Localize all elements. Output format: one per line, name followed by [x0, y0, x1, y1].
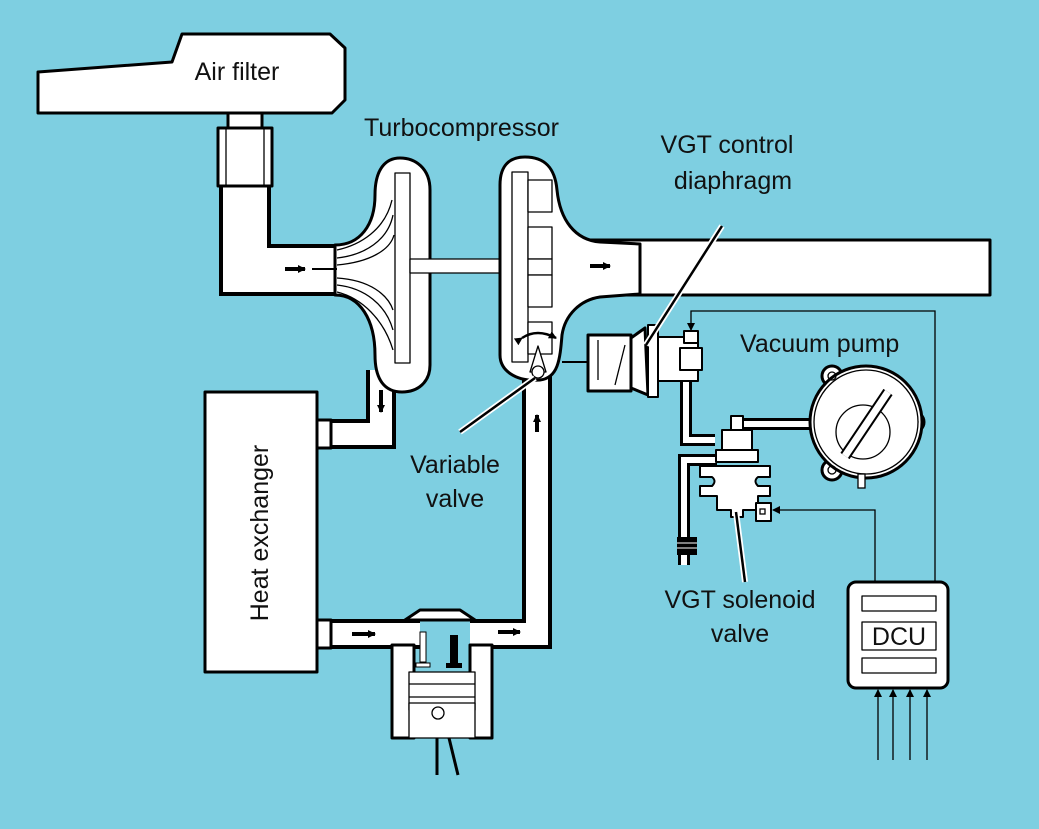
engine-cylinder — [390, 608, 494, 776]
valve-swing-arrow-icon — [513, 331, 557, 346]
signal-lines — [687, 310, 936, 760]
dcu-unit: DCU — [846, 580, 950, 690]
turbocompressor-label: Turbocompressor — [364, 114, 559, 142]
vacuum-hoses — [678, 360, 815, 565]
vgt-solenoid-label-line2: valve — [711, 620, 769, 648]
turbo-shaft — [409, 258, 511, 274]
variable-valve-label-line2: valve — [426, 485, 484, 513]
dcu-label: DCU — [872, 623, 926, 651]
vgt-solenoid-valve — [677, 415, 772, 555]
exhaust-pipe — [470, 360, 552, 649]
vgt-control-label-line2: diaphragm — [674, 167, 792, 195]
flow-arrows — [285, 262, 611, 638]
vacuum-pump-label: Vacuum pump — [740, 330, 899, 358]
variable-valve-label-line1: Variable — [410, 451, 500, 479]
vgt-control-diaphragm — [562, 324, 703, 398]
air-filter: Air filter — [36, 32, 347, 188]
leader-lines — [458, 224, 748, 583]
heat-exchanger-label: Heat exchanger — [246, 445, 274, 622]
turbine-housing — [498, 155, 642, 382]
vacuum-pump — [808, 364, 926, 489]
vgt-control-label-line1: VGT control — [661, 131, 794, 159]
air-filter-label: Air filter — [195, 58, 280, 86]
intake-pipe — [219, 180, 345, 296]
compressor-housing — [312, 156, 432, 394]
heat-exchanger: Heat exchanger — [203, 390, 333, 674]
vgt-solenoid-label-line1: VGT solenoid — [664, 586, 815, 614]
